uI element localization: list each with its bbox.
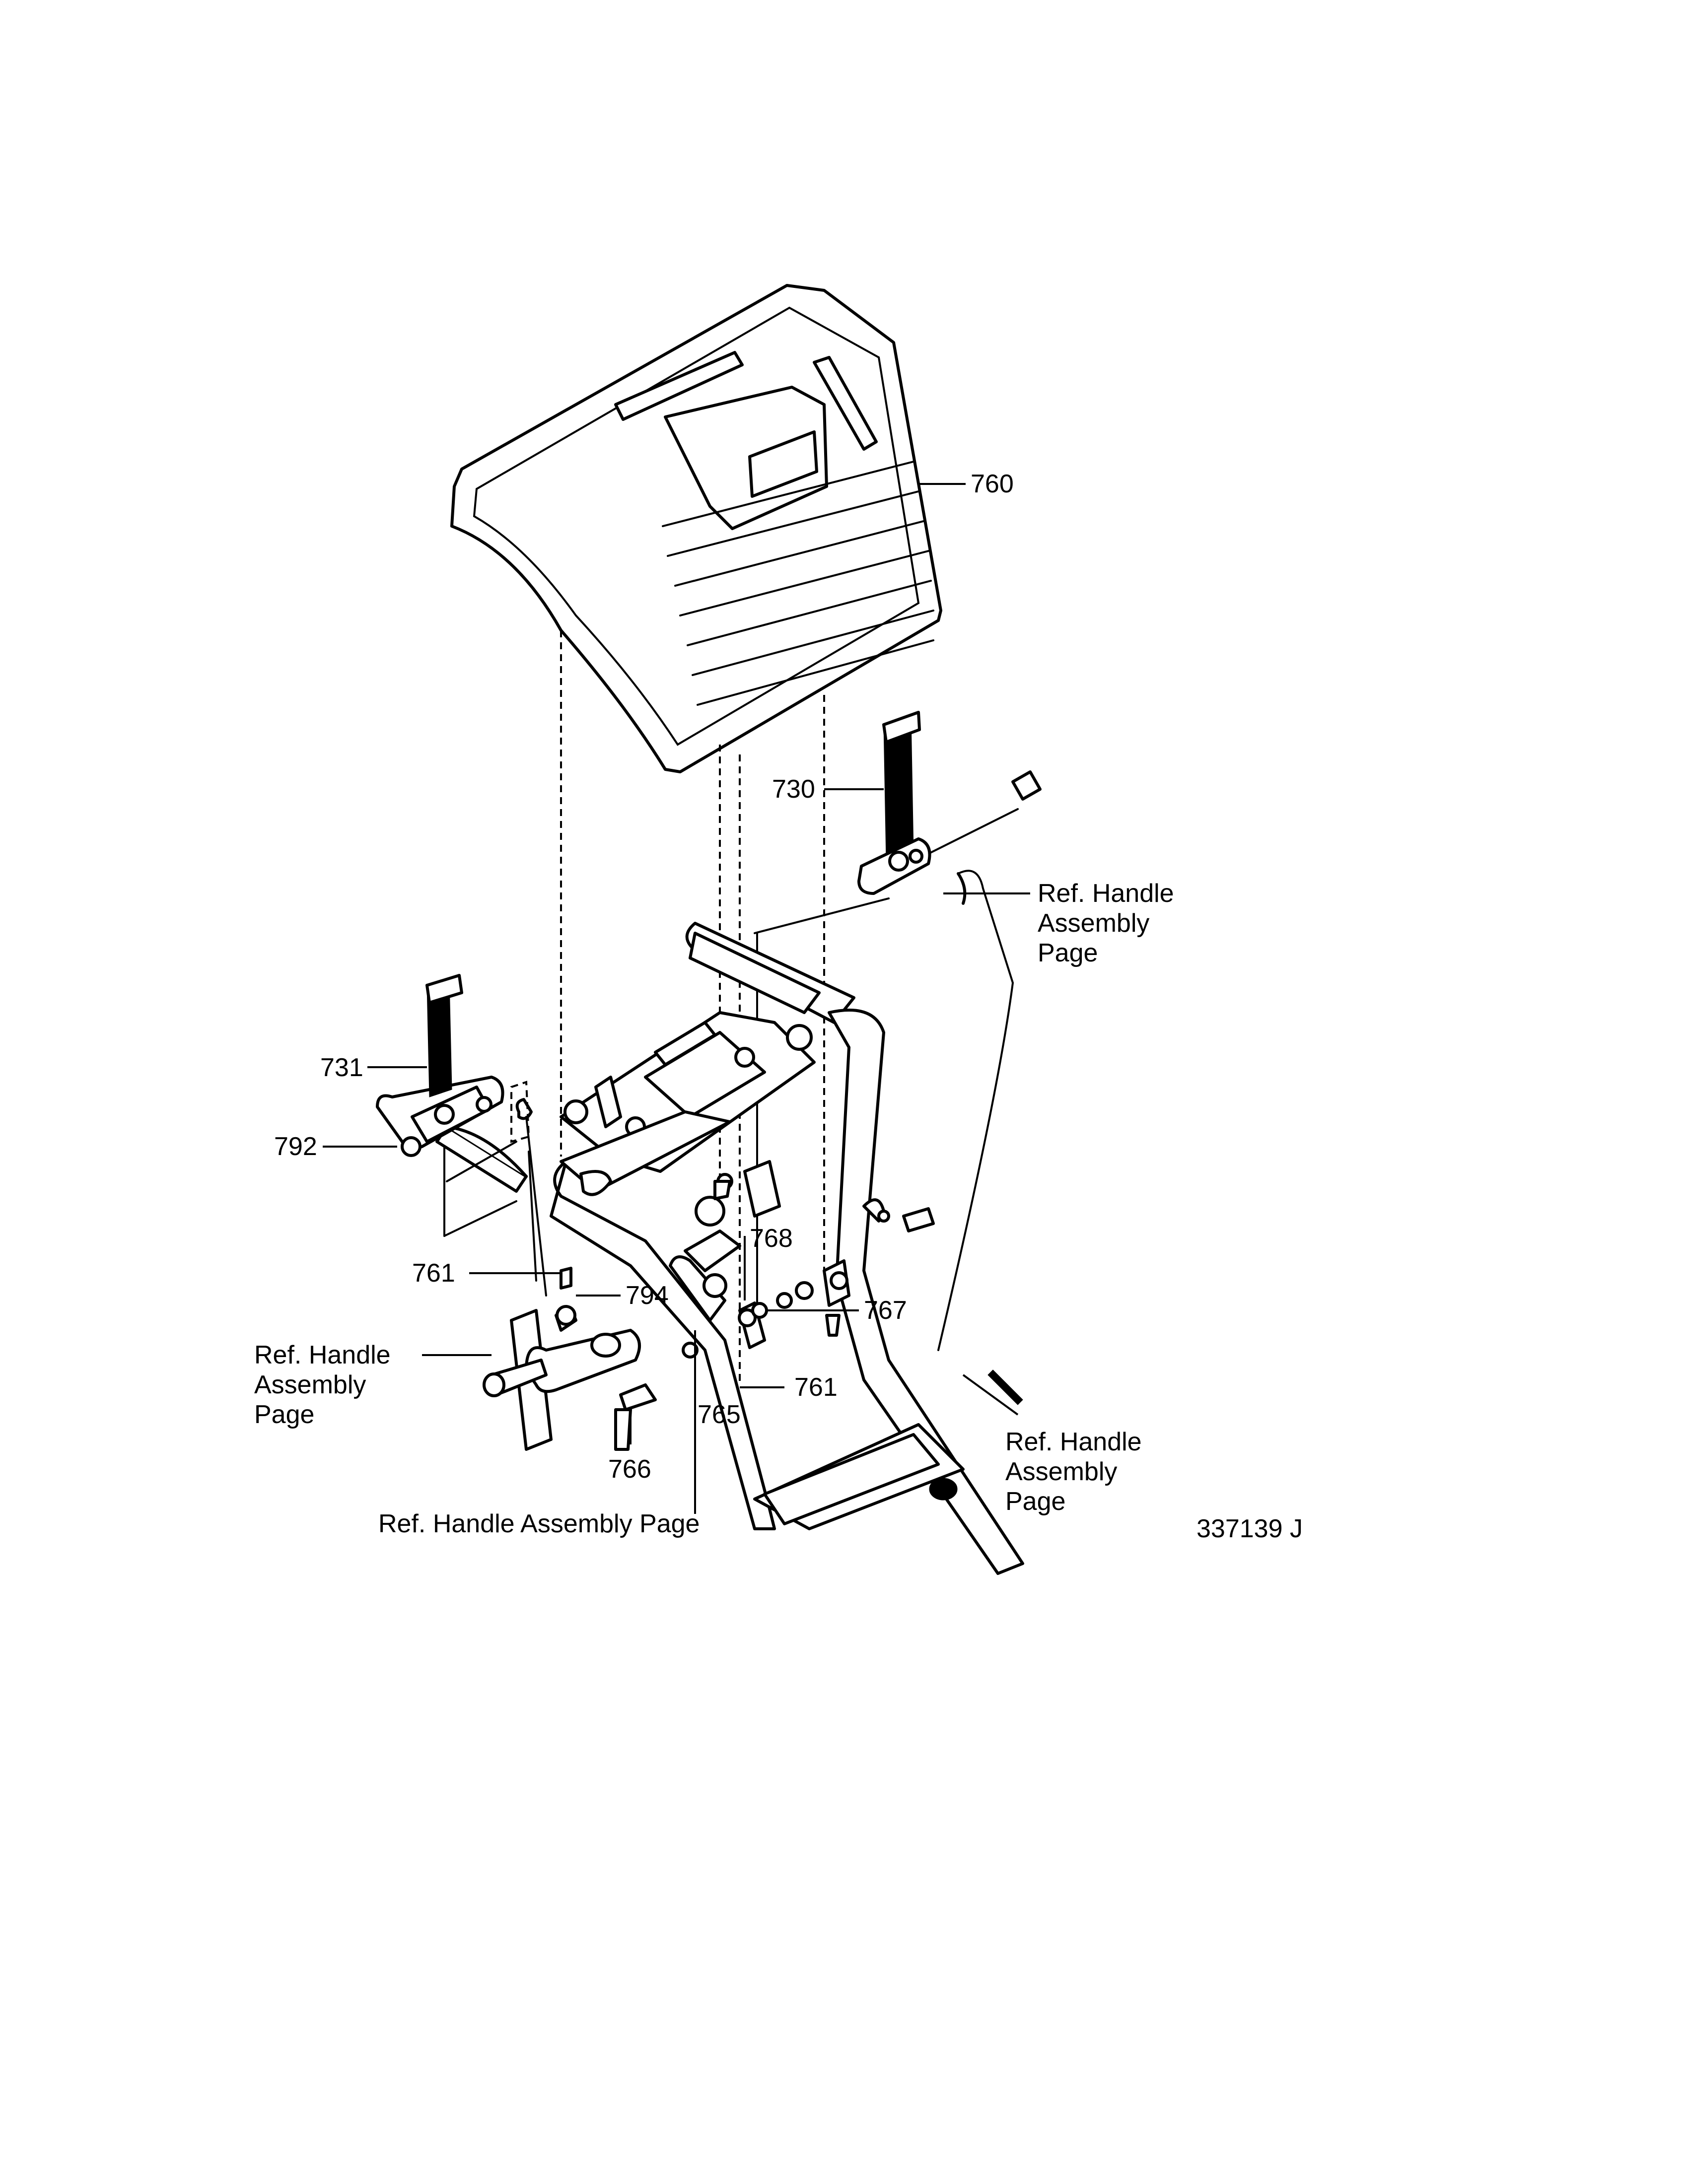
reference-labels: Ref. Handle Assembly Page Ref. Handle As… [254,879,1174,1538]
ref-right-top-line1: Ref. Handle [1038,879,1174,908]
callout-765: 765 [698,1400,741,1429]
callout-766: 766 [608,1455,651,1484]
handle-grip [929,1478,958,1501]
ref-left-line2: Assembly [254,1370,366,1399]
ref-right-top-line3: Page [1038,939,1098,967]
part-number-labels: 760 730 731 792 761 794 768 767 761 765 … [274,470,1014,1484]
cable-end [987,1369,1023,1405]
callout-760: 760 [971,470,1014,498]
callout-730: 730 [772,775,815,804]
ref-right-bottom-line1: Ref. Handle [1005,1428,1142,1456]
callout-731: 731 [320,1053,363,1082]
right-lever-assembly [857,711,1042,1351]
figure-id: 337139 J [1196,1514,1303,1543]
handle-frame [435,922,1024,1575]
callout-794: 794 [626,1281,669,1310]
left-pivot-assembly [376,974,547,1297]
callout-761-right: 761 [794,1373,838,1402]
callout-761-left: 761 [412,1259,455,1288]
middle-hardware [483,1160,935,1451]
leader-lines [323,483,1030,1514]
ref-right-top-line2: Assembly [1038,909,1149,938]
control-panel-cover-760 [450,284,942,773]
ref-left-line1: Ref. Handle [254,1341,391,1369]
ref-bottom: Ref. Handle Assembly Page [378,1509,700,1538]
callout-792: 792 [274,1132,317,1161]
callout-767: 767 [864,1296,907,1325]
ref-left-line3: Page [254,1400,314,1429]
alignment-lines [560,630,1019,1385]
callout-768: 768 [750,1224,793,1253]
ref-right-bottom-line2: Assembly [1005,1457,1117,1486]
ref-right-bottom-line3: Page [1005,1487,1065,1516]
